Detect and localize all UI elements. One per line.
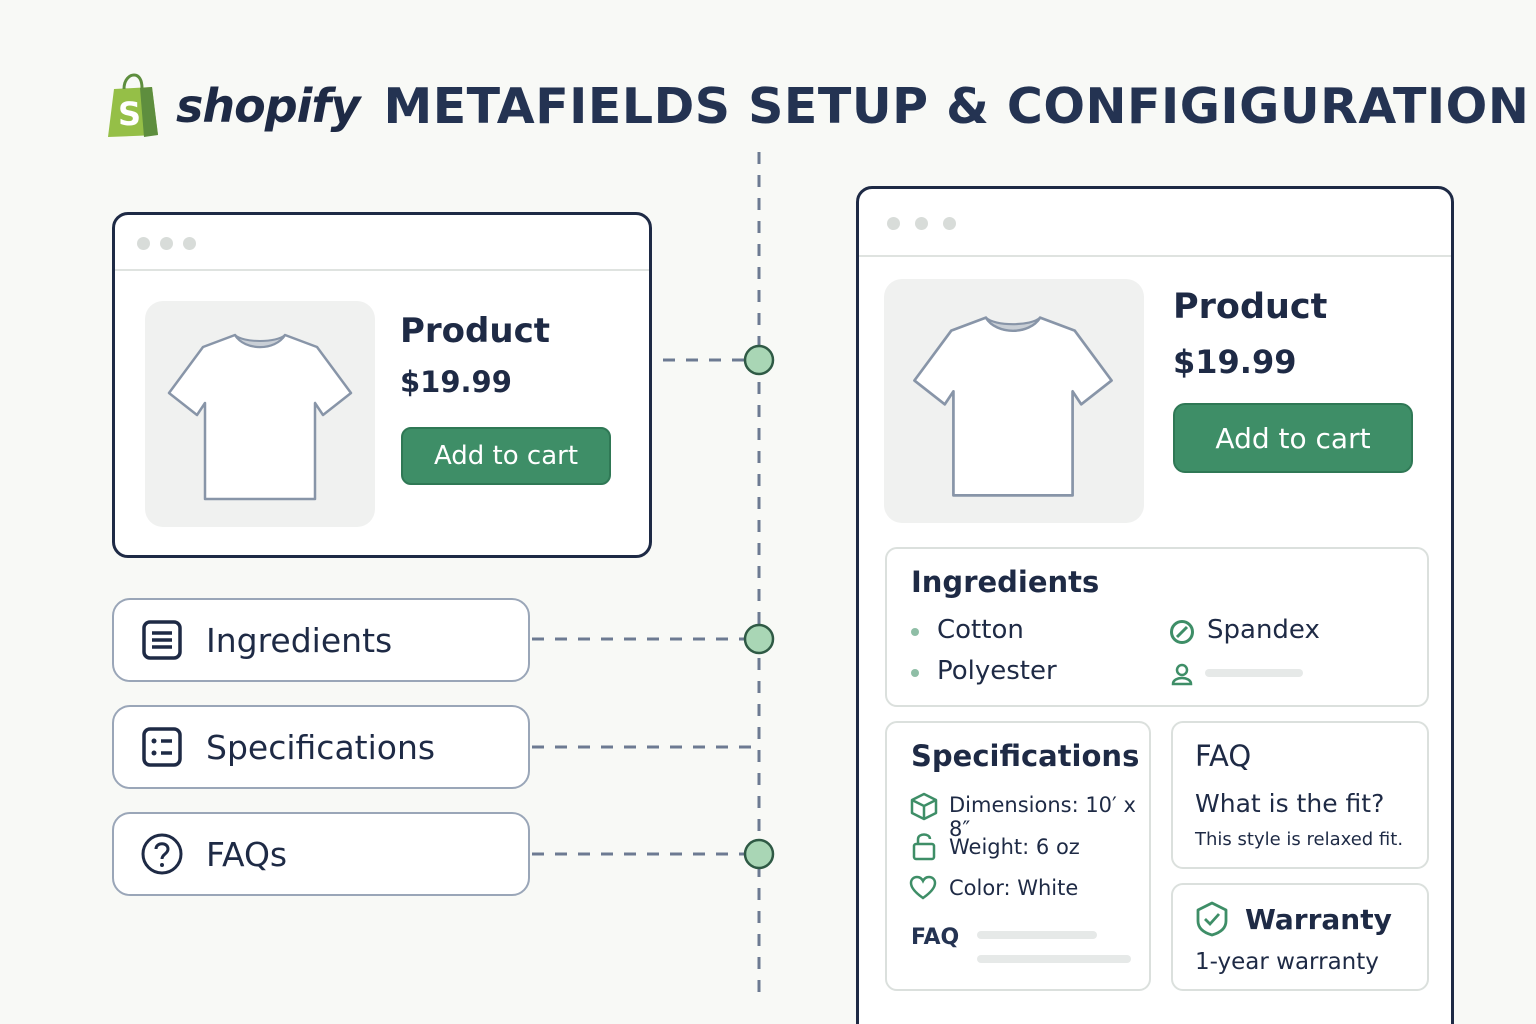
page-header: S shopify METAFIELDS SETUP & CONFIGIGURA…	[104, 70, 1529, 142]
product-image	[145, 301, 375, 527]
placeholder-bar	[1205, 669, 1303, 677]
metafield-pill-ingredients[interactable]: Ingredients	[112, 598, 530, 682]
spec-weight: Weight: 6 oz	[949, 835, 1080, 859]
warranty-title: Warranty	[1245, 903, 1392, 936]
pill-label: Specifications	[206, 727, 436, 767]
faq-panel: FAQ What is the fit? This style is relax…	[1171, 721, 1429, 869]
product-image	[884, 279, 1144, 523]
faq-question: What is the fit?	[1195, 789, 1385, 818]
window-dot	[160, 237, 173, 250]
metafield-pill-faqs[interactable]: FAQs	[112, 812, 530, 896]
box-icon	[910, 792, 938, 821]
warranty-panel: Warranty 1-year warranty	[1171, 883, 1429, 991]
window-dot	[183, 237, 196, 250]
ingredients-panel: Ingredients Cotton Polyester Spandex	[885, 547, 1429, 707]
pill-label: Ingredients	[206, 620, 393, 660]
window-titlebar	[859, 189, 1451, 257]
shield-check-icon	[1196, 901, 1228, 937]
spec-list-icon	[142, 727, 182, 767]
tshirt-icon	[167, 333, 353, 501]
add-to-cart-button[interactable]: Add to cart	[401, 427, 611, 485]
window-dot	[943, 217, 956, 230]
ingredients-title: Ingredients	[911, 565, 1100, 599]
connector-node	[743, 344, 775, 376]
page-title: METAFIELDS SETUP & CONFIGIGURATION	[383, 77, 1530, 135]
product-price: $19.99	[1173, 343, 1297, 381]
specifications-panel: Specifications Dimensions: 10′ x 8″ Weig…	[885, 721, 1151, 991]
ingredient-item: Cotton	[937, 615, 1024, 645]
window-titlebar	[115, 215, 649, 271]
metafield-pill-specifications[interactable]: Specifications	[112, 705, 530, 789]
lock-icon	[912, 833, 936, 861]
add-to-cart-button[interactable]: Add to cart	[1173, 403, 1413, 473]
placeholder-bar	[977, 955, 1131, 963]
heart-icon	[909, 875, 937, 900]
faq-answer: This style is relaxed fit.	[1195, 829, 1404, 850]
product-window-basic: Product $19.99 Add to cart	[112, 212, 652, 558]
ingredient-item: Polyester	[937, 656, 1057, 686]
product-name: Product	[1173, 287, 1328, 327]
product-price: $19.99	[400, 365, 512, 399]
window-dot	[887, 217, 900, 230]
tshirt-icon	[913, 316, 1113, 497]
person-icon	[1171, 663, 1193, 686]
connector-node	[743, 838, 775, 870]
warranty-text: 1-year warranty	[1195, 949, 1379, 975]
product-window-enhanced: Product $19.99 Add to cart Ingredients C…	[856, 186, 1454, 1024]
ingredient-item: Spandex	[1207, 615, 1320, 645]
pill-label: FAQs	[206, 834, 288, 874]
window-dot	[137, 237, 150, 250]
slash-circle-icon	[1170, 620, 1194, 644]
spec-dimensions: Dimensions: 10′ x 8″	[949, 793, 1136, 841]
faq-label: FAQ	[911, 925, 960, 950]
faq-title: FAQ	[1195, 739, 1252, 773]
connector-node	[743, 623, 775, 655]
shopify-bag-icon: S	[108, 73, 158, 137]
brand-wordmark: shopify	[176, 79, 360, 133]
spec-color: Color: White	[949, 876, 1079, 900]
placeholder-bar	[977, 931, 1097, 939]
window-dot	[915, 217, 928, 230]
question-icon	[141, 833, 183, 875]
list-icon	[142, 620, 182, 660]
specifications-title: Specifications	[911, 739, 1140, 773]
product-name: Product	[400, 311, 550, 351]
bullet-dot	[911, 669, 919, 677]
bullet-dot	[911, 628, 919, 636]
svg-text:S: S	[118, 95, 141, 133]
